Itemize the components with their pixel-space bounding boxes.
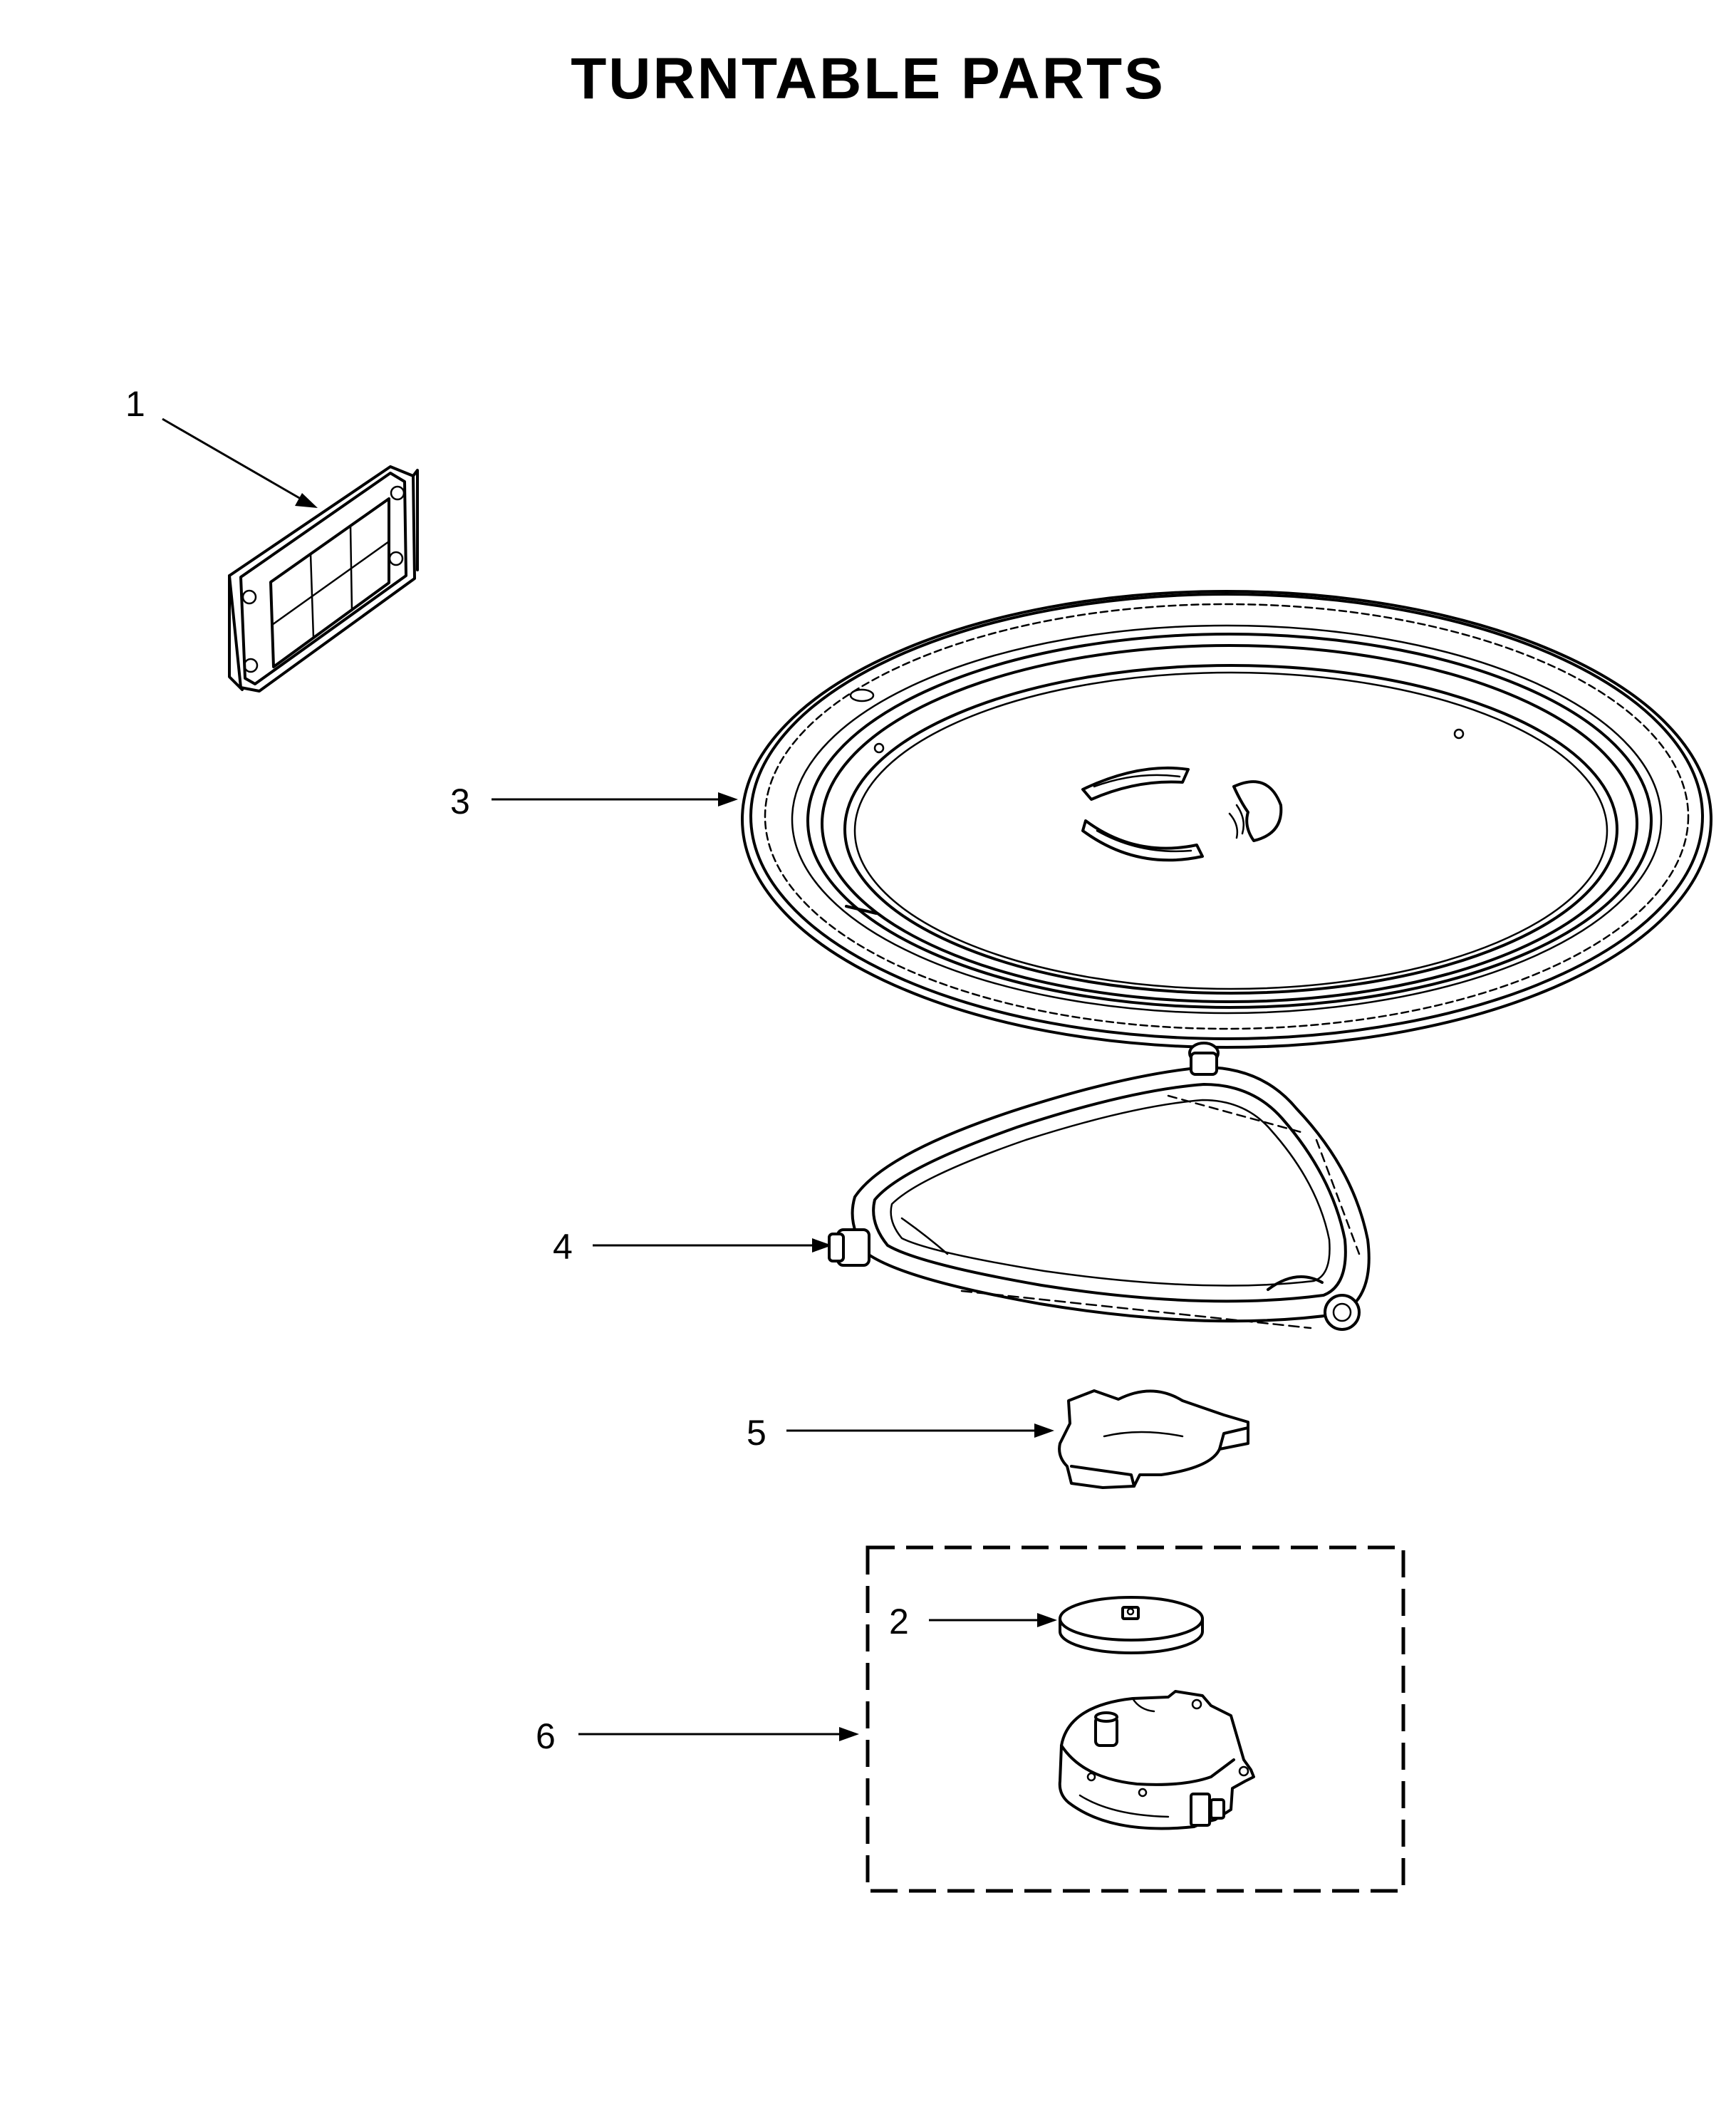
leader-arrow-5: [786, 1423, 1054, 1438]
part-3-turntable-tray: [741, 590, 1712, 1049]
part-6-turntable-motor: [1058, 1690, 1255, 1830]
callout-3: 3: [450, 782, 470, 821]
leader-arrow-2: [929, 1613, 1057, 1627]
leader-arrow-3: [492, 792, 738, 807]
part-5-coupler: [1058, 1389, 1249, 1489]
part-4-roller-ring: [828, 1042, 1371, 1331]
leader-arrow-4: [593, 1238, 832, 1253]
callout-5: 5: [747, 1413, 766, 1453]
part-2-drive-disc: [1059, 1596, 1204, 1654]
callout-2: 2: [889, 1602, 909, 1642]
callout-1: 1: [125, 384, 145, 424]
leader-arrow-1: [162, 418, 318, 508]
callout-4: 4: [553, 1227, 573, 1267]
callout-6: 6: [536, 1716, 556, 1756]
kit-box-part-6: [866, 1545, 1405, 1893]
page-title: TURNTABLE PARTS: [571, 46, 1165, 111]
part-1-filter-frame: [228, 465, 419, 693]
leader-arrow-6: [578, 1727, 859, 1741]
